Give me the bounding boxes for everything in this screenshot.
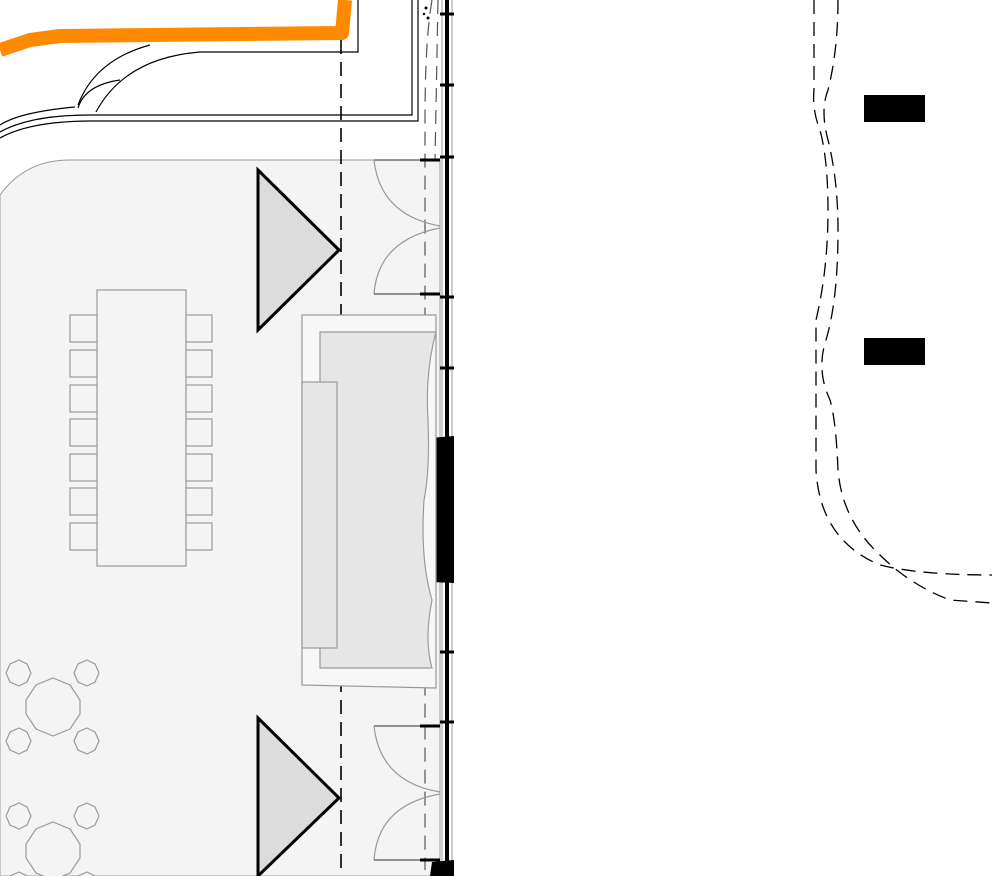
outer-wall-lines xyxy=(0,0,419,139)
chairs-right xyxy=(185,314,213,551)
sofa-bench xyxy=(301,381,338,649)
long-table xyxy=(69,289,213,567)
column-marker-bottom xyxy=(256,714,342,876)
dashed-site-boundary xyxy=(812,0,992,604)
orange-boundary-highlight xyxy=(0,0,352,57)
black-block-lower xyxy=(864,338,925,365)
wall-tick-marks xyxy=(422,6,430,20)
double-door-upper xyxy=(373,158,441,296)
double-door-lower xyxy=(373,724,441,862)
chairs-left xyxy=(69,314,98,551)
round-table-2 xyxy=(5,802,100,876)
dashed-guide-lines xyxy=(424,0,439,870)
round-table-1 xyxy=(5,659,100,755)
black-block-upper xyxy=(864,95,925,122)
column-marker-top xyxy=(256,166,342,334)
lounge-platform xyxy=(301,314,437,689)
